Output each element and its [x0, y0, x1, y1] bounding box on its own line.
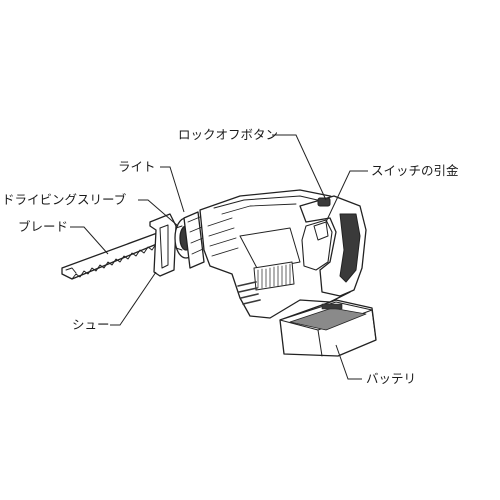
leader-lock-off [272, 134, 327, 201]
leader-battery [335, 344, 362, 380]
leader-shoe [110, 271, 157, 326]
drive-sleeve-drawing [174, 211, 205, 269]
part-labels: ロックオフボタン ライト スイッチの引金 ドライビングスリーブ ブレード シュー… [2, 127, 459, 386]
leader-lines [70, 134, 368, 380]
label-drive-sleeve: ドライビングスリーブ [2, 192, 127, 207]
label-lock-off-button: ロックオフボタン [178, 127, 278, 142]
leader-switch [325, 170, 368, 223]
battery-drawing [279, 299, 377, 357]
label-shoe: シュー [72, 317, 110, 332]
handle-drawing [299, 195, 367, 297]
shoe-drawing [149, 213, 177, 277]
blade-drawing [61, 231, 165, 280]
leader-blade [70, 226, 109, 255]
label-battery: バッテリ [366, 371, 416, 386]
leader-drive-sleeve [138, 199, 179, 227]
leader-light [160, 166, 185, 213]
saw-illustration [61, 189, 377, 357]
label-light: ライト [118, 159, 156, 174]
label-blade: ブレード [18, 219, 68, 234]
label-switch-trigger: スイッチの引金 [371, 163, 459, 178]
